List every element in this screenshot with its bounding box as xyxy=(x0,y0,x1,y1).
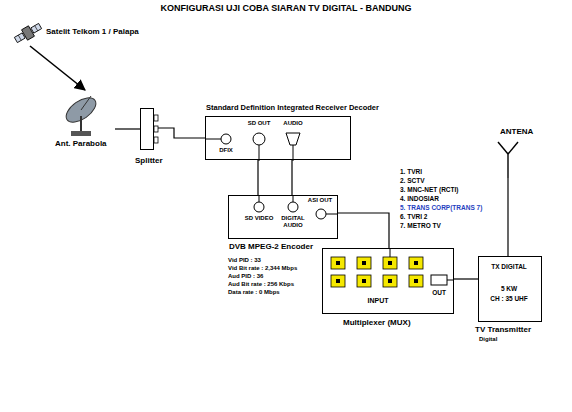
channel-item: 3. MNC-NET (RCTI) xyxy=(400,186,459,193)
node-text: TX DIGITAL xyxy=(479,263,539,270)
channel-item: 6. TVRI 2 xyxy=(400,213,427,220)
channel-item: 7. METRO TV xyxy=(400,222,441,229)
node-text: TV Transmitter xyxy=(475,326,531,335)
node-text: Ant. Parabola xyxy=(55,140,107,149)
node-text: CH : 35 UHF xyxy=(479,295,539,302)
node-symbol xyxy=(323,249,453,315)
node-text: SD OUT xyxy=(244,120,274,127)
multiplexer-box: INPUTOUTMultiplexer (MUX) xyxy=(322,248,454,314)
node-text: ANTENA xyxy=(500,128,533,137)
node-text: DIGITAL AUDIO xyxy=(276,215,310,228)
antenna-node: ANTENA xyxy=(490,128,536,178)
parameter-text: Aud Bit rate : 256 Kbps xyxy=(228,281,294,288)
connector xyxy=(454,278,478,279)
node-text: Multiplexer (MUX) xyxy=(343,319,411,328)
connector xyxy=(257,160,258,195)
parameter-text: Vid PID : 33 xyxy=(228,257,261,264)
splitter-box: Splitter xyxy=(140,108,154,150)
channel-item: 5. TRANS CORP(TRANS 7) xyxy=(400,204,482,211)
diagram-title: KONFIGURASI UJI COBA SIARAN TV DIGITAL -… xyxy=(0,3,572,13)
parameter-text: Data rate : 0 Mbps xyxy=(228,289,280,296)
node-text: OUT xyxy=(427,289,451,296)
parabola-antenna: Ant. Parabola xyxy=(55,90,115,152)
parameter-text: Aud PID : 36 xyxy=(228,273,263,280)
channel-item: 1. TVRI xyxy=(400,168,422,175)
node-text: Splitter xyxy=(135,157,163,166)
ird-box: Standard Definition Integrated Receiver … xyxy=(205,116,351,160)
node-text: AUDIO xyxy=(278,120,308,127)
transmitter-box: TX DIGITAL5 KWCH : 35 UHFTV TransmitterD… xyxy=(478,256,542,322)
node-text: ASI OUT xyxy=(305,197,335,204)
channel-item: 2. SCTV xyxy=(400,177,425,184)
node-text: Standard Definition Integrated Receiver … xyxy=(206,104,379,112)
satellite-node: Satelit Telkom 1 / Palapa xyxy=(14,20,164,46)
connector xyxy=(30,46,85,90)
connector xyxy=(115,128,140,129)
node-text: DFIX xyxy=(214,147,238,154)
connector xyxy=(338,213,389,248)
node-symbol xyxy=(141,109,155,151)
node-text: Satelit Telkom 1 / Palapa xyxy=(46,28,139,37)
channel-item: 4. INDOSIAR xyxy=(400,195,439,202)
connector xyxy=(291,160,292,195)
connector xyxy=(507,178,508,256)
node-text: 5 KW xyxy=(479,285,539,292)
node-text: INPUT xyxy=(353,297,403,305)
node-text: Digital xyxy=(479,336,497,343)
node-text: DVB MPEG-2 Encoder xyxy=(229,243,313,252)
node-text: SD VIDEO xyxy=(242,215,276,222)
node-symbol xyxy=(206,117,352,161)
encoder-box: SD VIDEODIGITAL AUDIOASI OUTDVB MPEG-2 E… xyxy=(228,195,338,239)
connector xyxy=(157,128,205,138)
parameter-text: Vid Bit rate : 2,344 Mbps xyxy=(228,265,297,272)
